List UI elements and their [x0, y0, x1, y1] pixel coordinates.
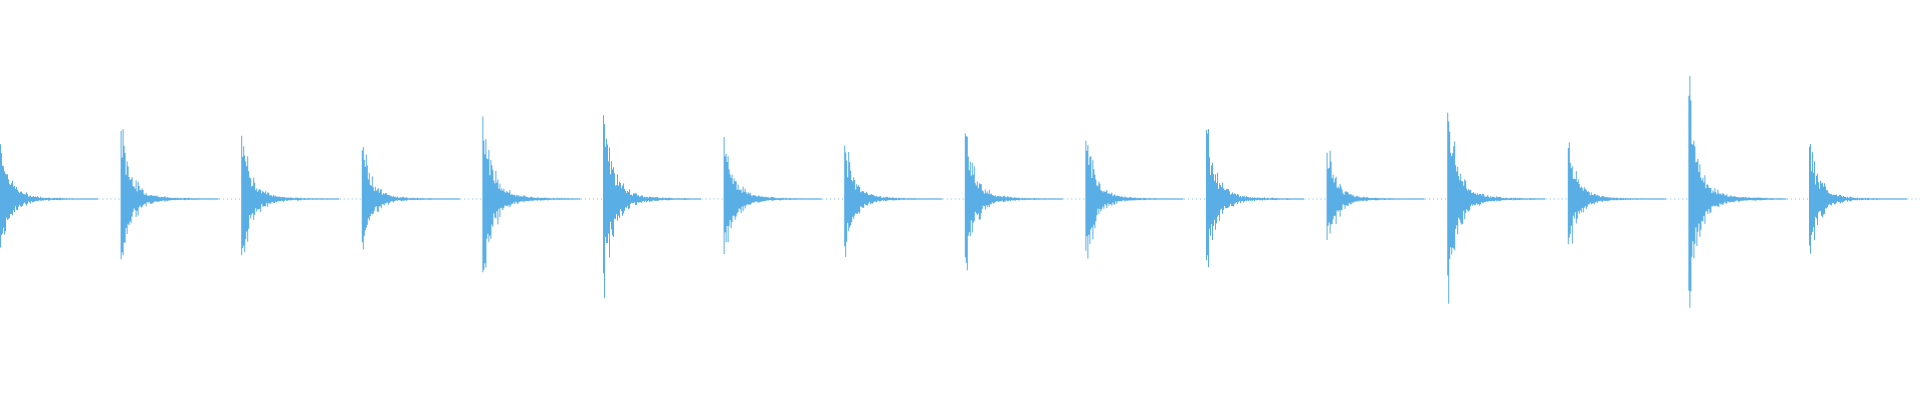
transient-hit [1688, 75, 1787, 308]
transient-waveform [1809, 144, 1907, 254]
transient-hit [120, 129, 219, 260]
transient-waveform [120, 129, 219, 260]
transient-waveform [1085, 140, 1184, 259]
transient-waveform [1206, 129, 1304, 267]
transient-waveform [723, 137, 822, 254]
transient-waveform [1447, 112, 1546, 304]
transient-hit [1567, 142, 1666, 245]
transient-hit [603, 115, 701, 299]
transient-waveform [361, 147, 460, 250]
transient-hit [482, 116, 581, 273]
transient-waveform [964, 133, 1063, 271]
transient-waveform [844, 145, 943, 257]
transient-hit [1085, 140, 1184, 259]
transient-hit [241, 135, 340, 256]
transient-hit [1809, 144, 1907, 254]
transient-hit [844, 145, 943, 257]
transient-waveform [603, 115, 701, 299]
transient-hit [361, 147, 460, 250]
transient-waveform [1567, 142, 1666, 245]
transient-waveform [241, 135, 340, 256]
transient-hit [964, 133, 1063, 271]
transient-hit [723, 137, 822, 254]
transient-waveform [0, 144, 98, 248]
transient-hit [0, 144, 98, 248]
transient-hit [1326, 150, 1425, 240]
transient-waveform [1688, 75, 1787, 308]
transient-hit [1447, 112, 1546, 304]
transient-waveform [482, 116, 581, 273]
transient-hit [1206, 129, 1304, 267]
transient-waveform [1326, 150, 1425, 240]
